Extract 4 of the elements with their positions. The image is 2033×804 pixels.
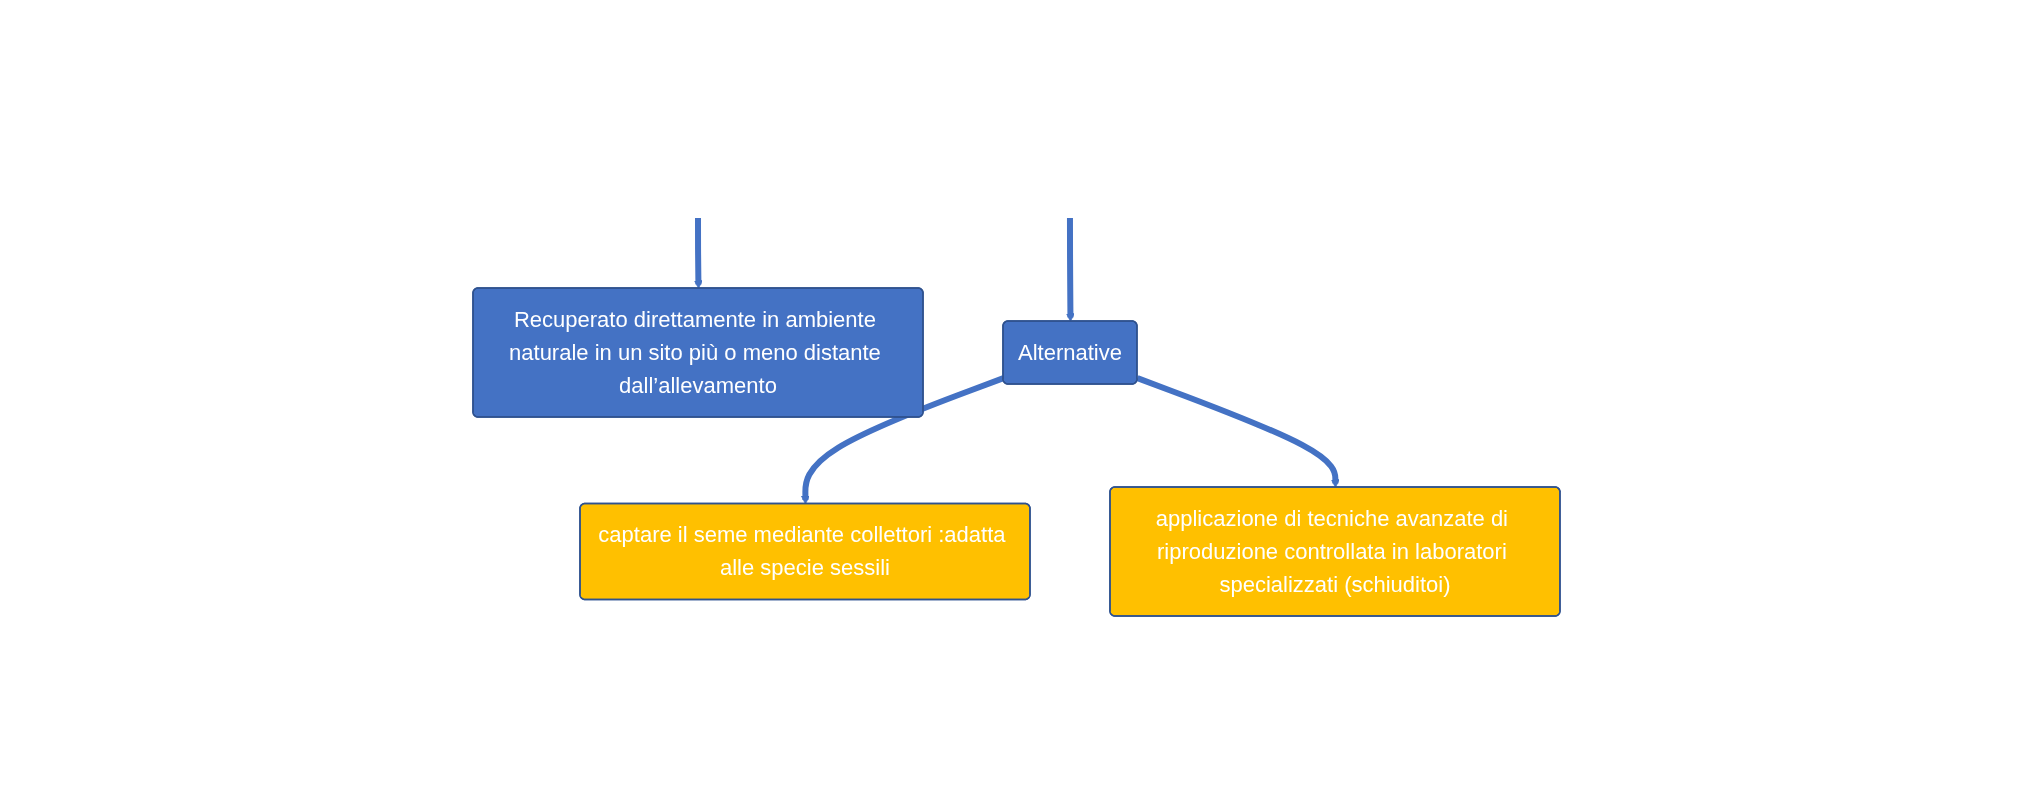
arrow xyxy=(1136,375,1340,488)
arrow xyxy=(1066,218,1075,322)
arrow xyxy=(801,375,1005,505)
arrow xyxy=(694,218,703,289)
